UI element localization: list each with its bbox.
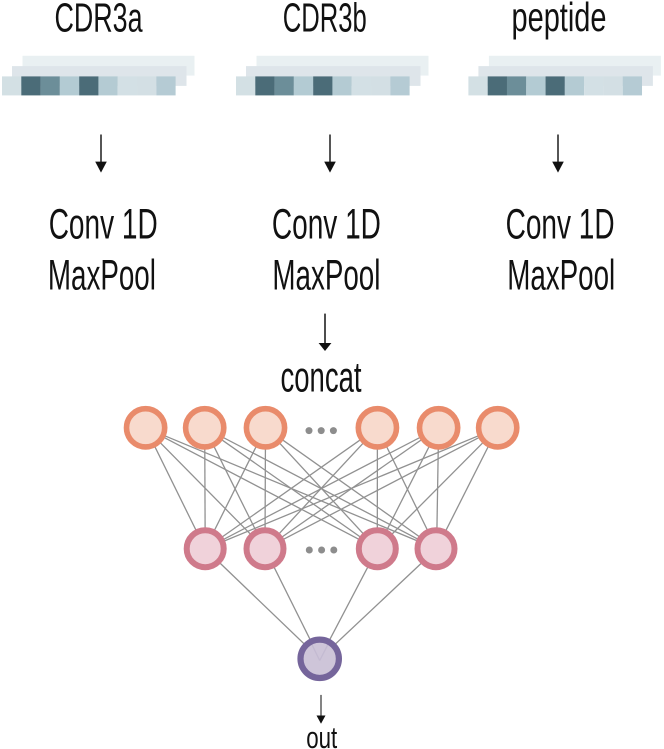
svg-text:CDR3a: CDR3a	[55, 0, 143, 40]
svg-text:peptide: peptide	[512, 0, 607, 40]
svg-text:Conv 1D: Conv 1D	[272, 201, 381, 248]
svg-text:Conv 1D: Conv 1D	[49, 201, 158, 248]
svg-text:CDR3b: CDR3b	[283, 0, 367, 40]
svg-text:concat: concat	[281, 353, 362, 401]
svg-text:MaxPool: MaxPool	[507, 253, 615, 300]
svg-text:MaxPool: MaxPool	[272, 253, 380, 300]
svg-text:Conv 1D: Conv 1D	[506, 201, 615, 248]
svg-text:MaxPool: MaxPool	[48, 253, 156, 300]
svg-text:out: out	[306, 720, 337, 749]
